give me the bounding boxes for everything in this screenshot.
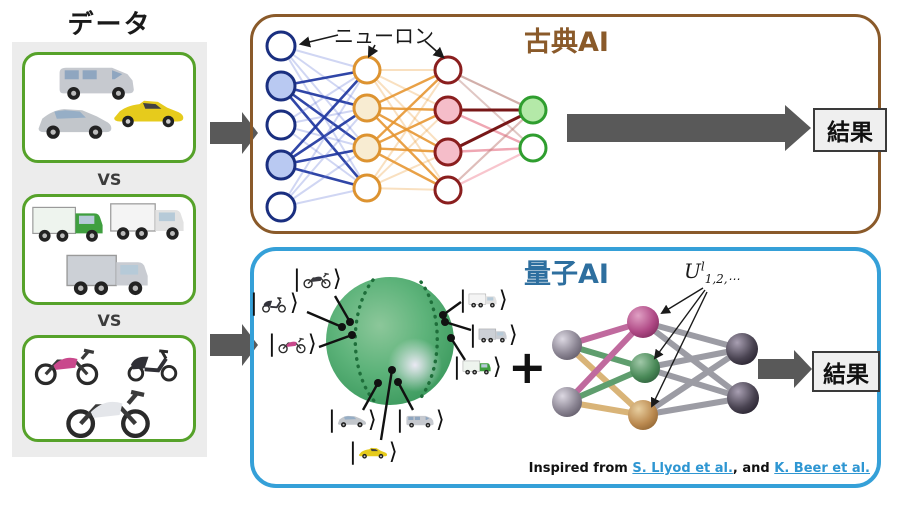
plus-sign: +	[508, 340, 547, 394]
unitary-label: Ul1,2,⋯	[684, 259, 740, 286]
quantum-result-arrow	[758, 350, 812, 388]
state-sphere	[326, 277, 454, 405]
data-box-trucks	[22, 194, 196, 305]
ket-gray-truck: | ⟩	[469, 322, 518, 348]
credit-line: Inspired from S. Llyod et al., and K. Be…	[460, 461, 870, 476]
sportbike-icon	[34, 348, 99, 386]
classical-result-box: 結果	[813, 108, 887, 152]
network-edges	[280, 45, 534, 208]
input-layer-neurons	[265, 30, 297, 223]
ket-white-truck: | ⟩	[459, 287, 508, 313]
u-annotation-arrows	[650, 287, 708, 408]
data-to-classical-arrow	[210, 112, 258, 154]
quantum-result-box: 結果	[812, 351, 880, 392]
quantum-result-label: 結果	[823, 361, 869, 388]
scooter-icon	[129, 351, 176, 380]
qnode-hidden-green	[630, 353, 660, 383]
state-dots	[338, 311, 455, 387]
qnode-input-2	[552, 387, 582, 417]
motorcycles-illustration	[34, 348, 193, 439]
white-truck-icon	[468, 291, 498, 310]
scooter-icon	[259, 294, 289, 313]
sportbike-icon	[277, 335, 307, 354]
gray-truck-icon	[478, 326, 508, 345]
reference-link-lloyd[interactable]: S. Llyod et al.	[632, 461, 733, 476]
cars-illustration	[38, 67, 184, 139]
motorcycle-icon	[68, 392, 147, 436]
quantum-network-nodes	[552, 306, 759, 430]
ket-green-truck: | ⟩	[453, 354, 502, 380]
ket-sportbike: | ⟩	[268, 331, 317, 357]
hidden-layer1-neurons	[352, 55, 382, 203]
classical-ai-title: 古典AI	[524, 27, 609, 58]
qnode-hidden-tan	[628, 400, 658, 430]
ket-scooter: | ⟩	[250, 290, 299, 316]
motorcycle-icon	[302, 270, 332, 289]
ket-van: | ⟩	[396, 407, 445, 433]
credit-prefix: Inspired from	[528, 461, 633, 476]
data-title: データ	[67, 10, 152, 40]
green-truck-icon	[462, 358, 492, 377]
credit-middle: , and	[732, 461, 775, 476]
neuron-annotation-arrows	[298, 34, 445, 59]
sphere-meridian-right	[417, 280, 439, 402]
ket-car: | ⟩	[328, 407, 377, 433]
sports-car-icon	[114, 100, 184, 128]
neuron-label: ニューロン	[334, 24, 434, 48]
qnode-hidden-pink	[627, 306, 659, 338]
car-icon	[38, 109, 112, 139]
hidden-layer2-neurons	[433, 55, 463, 205]
data-box-motorcycles	[22, 335, 196, 442]
white-truck-icon	[110, 203, 185, 241]
sports-car-icon	[358, 443, 388, 462]
trucks-illustration	[32, 203, 185, 296]
classical-result-label: 結果	[827, 120, 873, 146]
classical-network-diagram	[265, 30, 811, 223]
ket-motorcycle: | ⟩	[293, 266, 342, 292]
qnode-input-1	[552, 330, 582, 360]
qnode-output-1	[726, 333, 758, 365]
quantum-diagram	[306, 277, 812, 441]
quantum-ai-title: 量子AI	[524, 259, 609, 290]
reference-link-beer[interactable]: K. Beer et al.	[774, 461, 870, 476]
classical-result-arrow	[567, 105, 811, 151]
data-to-quantum-arrow	[210, 324, 258, 366]
green-truck-icon	[32, 206, 104, 243]
van-icon	[405, 411, 435, 430]
output-layer-neurons	[518, 95, 548, 163]
vs-label-2: VS	[97, 311, 122, 330]
ket-sports-car: | ⟩	[349, 439, 398, 465]
data-box-cars	[22, 52, 196, 163]
gray-truck-icon	[66, 254, 149, 296]
vs-label-1: VS	[97, 170, 122, 189]
car-icon	[337, 411, 367, 430]
qnode-output-2	[727, 382, 759, 414]
van-icon	[59, 67, 134, 100]
